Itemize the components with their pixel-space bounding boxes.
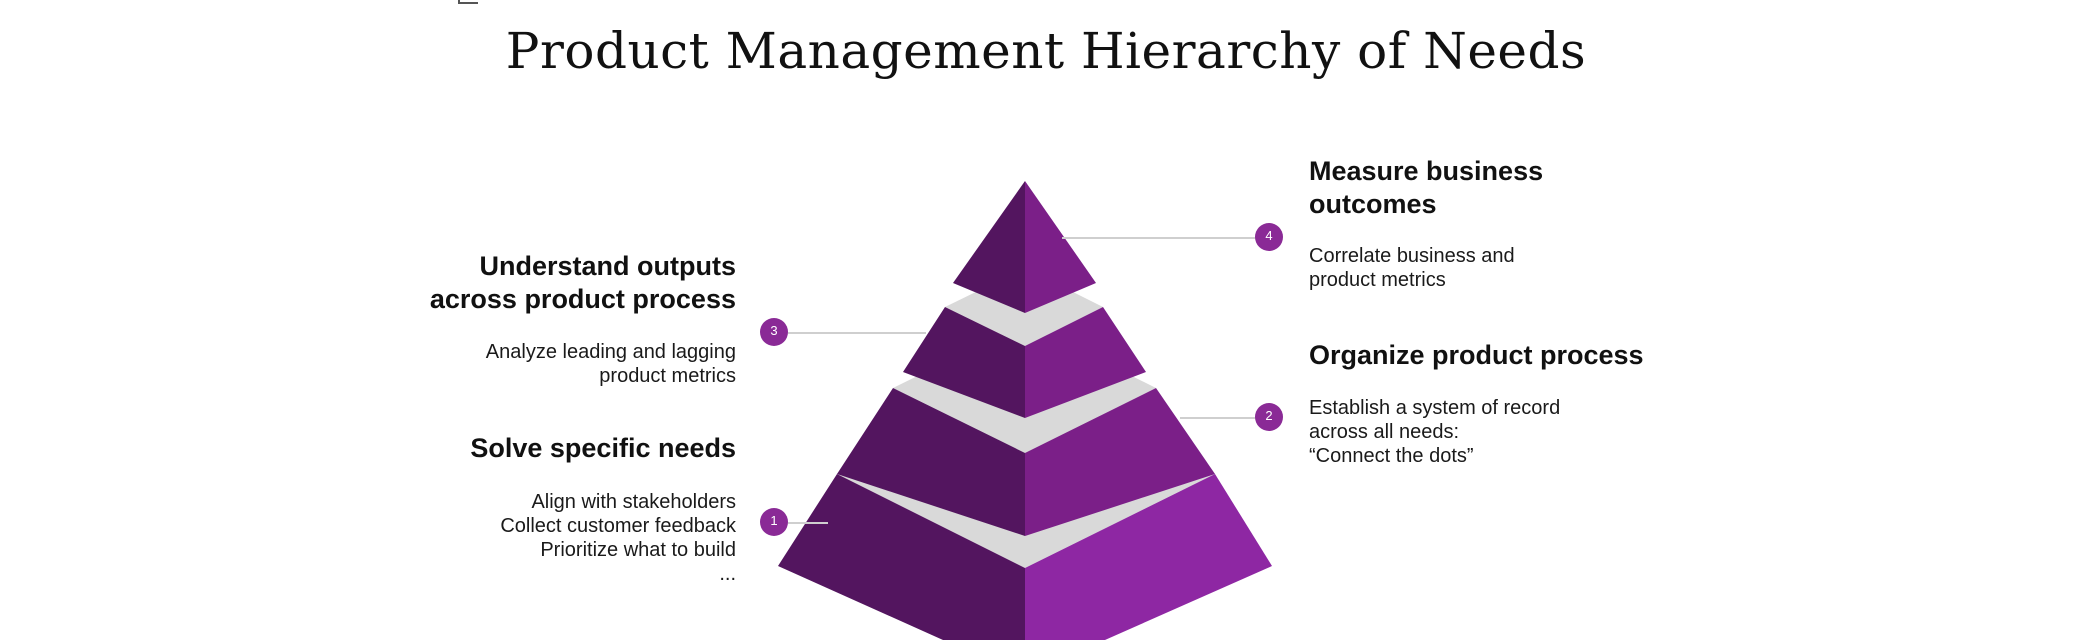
- tier-1-right-face: [1025, 474, 1272, 640]
- connector-line-2: [1180, 417, 1267, 419]
- level-3-marker: 3: [760, 318, 788, 346]
- tier-4-left-face: [953, 181, 1025, 313]
- tier-4-right-face: [1025, 181, 1096, 313]
- tier-2-left-face: [837, 388, 1025, 536]
- tier-2-right-face: [1025, 388, 1215, 536]
- level-1-description: Align with stakeholders Collect customer…: [500, 491, 736, 585]
- level-2-marker: 2: [1255, 403, 1283, 431]
- connector-line-1: [788, 522, 828, 524]
- connector-line-3: [788, 332, 926, 334]
- tier-3-left-face: [903, 307, 1025, 418]
- tier-3-right-face: [1025, 307, 1146, 418]
- level-1-marker: 1: [760, 508, 788, 536]
- level-2-description: Establish a system of record across all …: [1309, 397, 1561, 467]
- level-4-heading: Measure business outcomes: [1309, 156, 1544, 219]
- level-3-heading: Understand outputs across product proces…: [429, 251, 736, 314]
- level-4-description: Correlate business and product metrics: [1309, 245, 1515, 291]
- level-4-marker: 4: [1255, 223, 1283, 251]
- decorative-mark: [458, 0, 478, 4]
- connector-line-4: [1062, 237, 1267, 239]
- tier-1-left-face: [778, 474, 1025, 640]
- level-2-heading: Organize product process: [1309, 340, 1644, 370]
- level-3-description: Analyze leading and lagging product metr…: [485, 341, 736, 387]
- level-1-heading: Solve specific needs: [470, 433, 736, 463]
- page-title: Product Management Hierarchy of Needs: [505, 22, 1587, 80]
